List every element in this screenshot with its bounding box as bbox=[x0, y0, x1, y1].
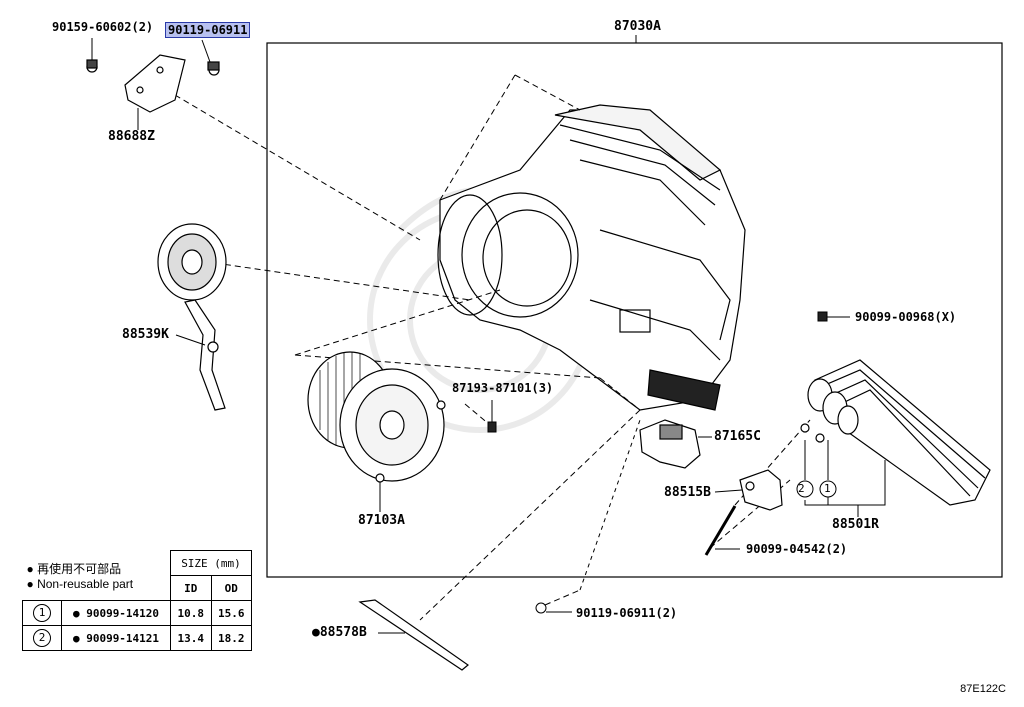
row-id: 10.8 bbox=[170, 600, 212, 626]
ref-2-on-diagram: 2 bbox=[798, 482, 805, 495]
filter-drawing bbox=[358, 599, 469, 671]
legend-note-en: ● Non-reusable part bbox=[26, 576, 134, 591]
ref-circle: 1 bbox=[33, 604, 51, 622]
label-90099-04542[interactable]: 90099-04542(2) bbox=[746, 542, 848, 556]
label-88578B[interactable]: ●88578B bbox=[312, 625, 367, 640]
housing-drawing bbox=[437, 104, 746, 411]
assembly-frame bbox=[266, 42, 1003, 578]
table-row: 1 ● 90099-14120 10.8 15.6 bbox=[22, 600, 252, 626]
label-88539K[interactable]: 88539K bbox=[122, 327, 169, 342]
label-90119-06911-bottom[interactable]: 90119-06911(2) bbox=[576, 606, 678, 620]
label-88501R[interactable]: 88501R bbox=[832, 517, 879, 532]
label-90119-06911-top[interactable]: 90119-06911 bbox=[165, 22, 251, 38]
row-od: 18.2 bbox=[210, 625, 252, 651]
blower-drawing bbox=[307, 351, 446, 483]
resistor-drawing bbox=[639, 419, 701, 469]
label-88688Z[interactable]: 88688Z bbox=[108, 129, 155, 144]
label-87165C[interactable]: 87165C bbox=[714, 429, 761, 444]
legend-note-jp: ● 再使用不可部品 bbox=[26, 561, 122, 576]
row-id: 13.4 bbox=[170, 625, 212, 651]
clamp-drawing bbox=[739, 469, 783, 511]
servo-drawing bbox=[157, 223, 227, 411]
col-od: OD bbox=[210, 575, 252, 601]
diagram-code: 87E122C bbox=[960, 683, 1006, 695]
bracket-drawing bbox=[86, 54, 220, 113]
row-part[interactable]: ● 90099-14120 bbox=[61, 600, 171, 626]
size-table: ● 再使用不可部品 ● Non-reusable part SIZE (mm) … bbox=[22, 550, 252, 651]
ref-circle: 2 bbox=[33, 629, 51, 647]
evaporator-drawing bbox=[800, 359, 991, 506]
screw-drawings bbox=[487, 311, 850, 614]
table-row: 2 ● 90099-14121 13.4 18.2 bbox=[22, 625, 252, 651]
label-90099-00968[interactable]: 90099-00968(X) bbox=[855, 310, 957, 324]
label-90159-60602[interactable]: 90159-60602(2) bbox=[52, 20, 154, 34]
ref-1-on-diagram: 1 bbox=[824, 482, 831, 495]
row-part[interactable]: ● 90099-14121 bbox=[61, 625, 171, 651]
label-88515B[interactable]: 88515B bbox=[664, 485, 711, 500]
row-od: 15.6 bbox=[210, 600, 252, 626]
size-header: SIZE (mm) bbox=[170, 550, 252, 576]
label-87030A[interactable]: 87030A bbox=[614, 19, 661, 34]
label-87103A[interactable]: 87103A bbox=[358, 513, 405, 528]
col-id: ID bbox=[170, 575, 212, 601]
label-87193-87101[interactable]: 87193-87101(3) bbox=[452, 381, 554, 395]
legend-note: ● 再使用不可部品 ● Non-reusable part bbox=[23, 551, 171, 601]
